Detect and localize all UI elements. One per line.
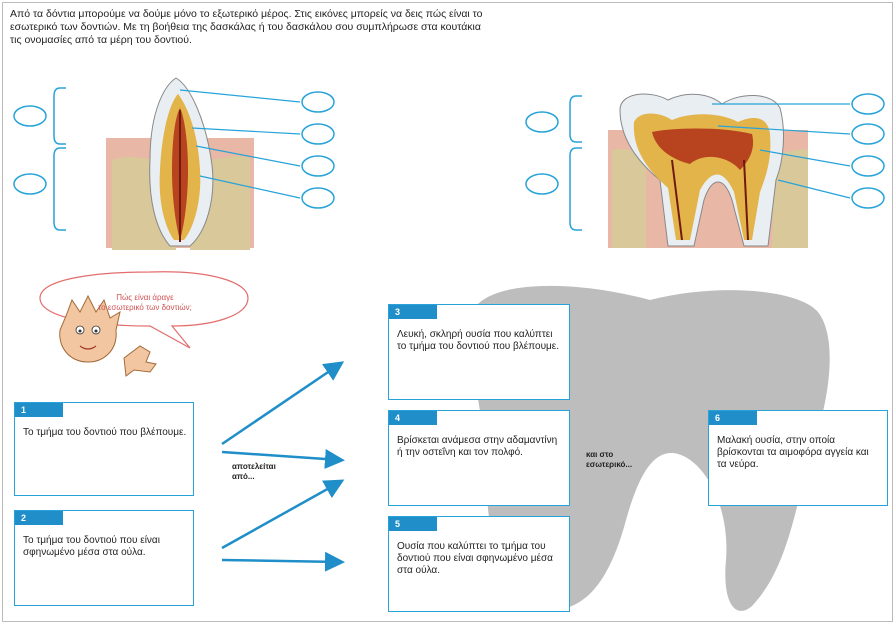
box-text-3: Λευκή, σκληρή ουσία που καλύπτει το τμήμ… xyxy=(397,329,563,353)
box-number-2: 2 xyxy=(15,511,63,525)
info-box-3: 3 Λευκή, σκληρή ουσία που καλύπτει το τμ… xyxy=(388,304,570,400)
info-box-6: 6 Μαλακή ουσία, στην οποία βρίσκονται τα… xyxy=(708,410,888,506)
and-inside-line-2: εσωτερικό... xyxy=(586,460,632,470)
speech-bubble-line-2: το εσωτερικό των δοντιών; xyxy=(44,303,246,313)
info-box-5: 5 Ουσία που καλύπτει το τμήμα του δοντιο… xyxy=(388,516,570,612)
box-text-6: Μαλακή ουσία, στην οποία βρίσκονται τα α… xyxy=(717,435,881,471)
info-box-4: 4 Βρίσκεται ανάμεσα στην αδαμαντίνη ή τη… xyxy=(388,410,570,506)
speech-bubble-text: Πώς είναι άραγε το εσωτερικό των δοντιών… xyxy=(44,293,246,313)
info-box-1: 1 Το τμήμα του δοντιού που βλέπουμε. xyxy=(14,402,194,496)
molar-diagram xyxy=(608,94,808,248)
and-inside-label: και στο εσωτερικό... xyxy=(586,450,632,470)
box-text-4: Βρίσκεται ανάμεσα στην αδαμαντίνη ή την … xyxy=(397,435,563,459)
speech-bubble-line-1: Πώς είναι άραγε xyxy=(44,293,246,303)
info-box-2: 2 Το τμήμα του δοντιού που είναι σφηνωμέ… xyxy=(14,510,194,606)
consists-of-line-2: από... xyxy=(232,472,276,482)
box-number-3: 3 xyxy=(389,305,437,319)
incisor-diagram xyxy=(106,78,254,250)
box-text-2: Το τμήμα του δοντιού που είναι σφηνωμένο… xyxy=(23,535,187,559)
consists-of-line-1: αποτελείται xyxy=(232,462,276,472)
box-text-5: Ουσία που καλύπτει το τμήμα του δοντιού … xyxy=(397,541,563,577)
box-text-1: Το τμήμα του δοντιού που βλέπουμε. xyxy=(23,427,187,439)
box-number-5: 5 xyxy=(389,517,437,531)
box-number-6: 6 xyxy=(709,411,757,425)
box-number-4: 4 xyxy=(389,411,437,425)
and-inside-line-1: και στο xyxy=(586,450,632,460)
box-number-1: 1 xyxy=(15,403,63,417)
consists-of-label: αποτελείται από... xyxy=(232,462,276,482)
